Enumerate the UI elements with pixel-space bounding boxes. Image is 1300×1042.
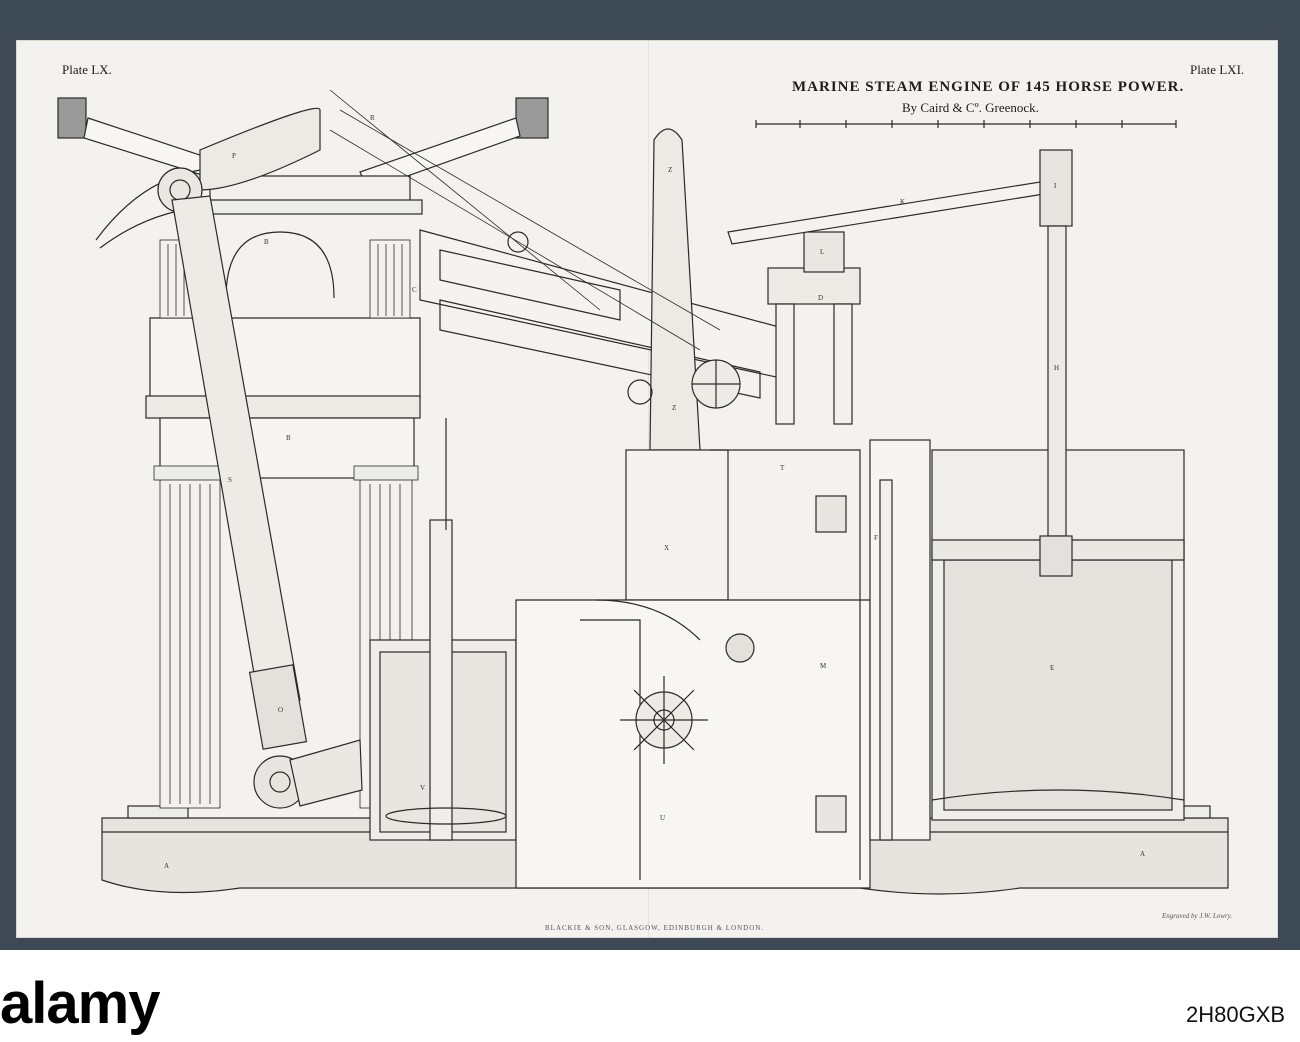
part-label-z: Z	[668, 166, 672, 174]
part-label-d: D	[818, 294, 823, 302]
part-label-s: S	[228, 476, 232, 484]
plate-title: MARINE STEAM ENGINE OF 145 HORSE POWER.	[792, 79, 1185, 95]
part-label-p: P	[232, 152, 236, 160]
publisher-imprint: BLACKIE & SON, GLASGOW, EDINBURGH & LOND…	[545, 924, 765, 932]
part-label-m: M	[820, 662, 827, 670]
part-label-r: R	[370, 114, 375, 122]
main-cylinder	[869, 439, 1185, 841]
plate-subtitle: By Caird & Cº. Greenock.	[902, 100, 1039, 115]
part-label-b: B	[264, 238, 269, 246]
watermark-logo: alamy	[0, 971, 160, 1036]
part-label-a2: A	[1140, 850, 1145, 858]
plate-number-right: Plate LXI.	[1190, 62, 1245, 77]
engraver-credit: Engraved by J.W. Lowry.	[1162, 912, 1233, 920]
radius-arm	[727, 181, 1045, 245]
part-label-h: H	[1054, 364, 1059, 372]
plate-number-left: Plate LX.	[62, 62, 112, 77]
piston-rod-right	[1039, 149, 1073, 577]
part-label-o: O	[278, 706, 283, 714]
watermark-image-code: 2H80GXB	[1186, 1002, 1286, 1027]
part-label-k: K	[900, 198, 905, 206]
eccentric-wheel	[627, 359, 741, 409]
part-label-x: X	[664, 544, 669, 552]
watermark-banner	[0, 950, 1300, 1042]
part-label-v: V	[420, 784, 425, 792]
part-label-t: T	[780, 464, 785, 472]
part-label-u: U	[660, 814, 665, 822]
part-label-b2: B	[286, 434, 291, 442]
part-label-z2: Z	[672, 404, 676, 412]
crank	[289, 739, 363, 807]
engine-drawing: A A B B C D E F H I K L M O P R S T U V …	[57, 89, 1229, 895]
part-label-f: F	[874, 534, 878, 542]
wall-brackets	[57, 97, 549, 139]
part-label-l: L	[820, 248, 824, 256]
part-label-e: E	[1050, 664, 1054, 672]
side-lever	[199, 107, 791, 399]
upper-columns	[159, 239, 411, 319]
scale-bar	[755, 120, 1177, 128]
part-label-i: I	[1054, 182, 1057, 190]
part-label-a: A	[164, 862, 169, 870]
condenser	[515, 449, 871, 889]
tie-rods	[329, 89, 721, 351]
valve-column	[767, 231, 861, 425]
part-label-c: C	[412, 286, 417, 294]
valve-rod	[815, 479, 893, 841]
